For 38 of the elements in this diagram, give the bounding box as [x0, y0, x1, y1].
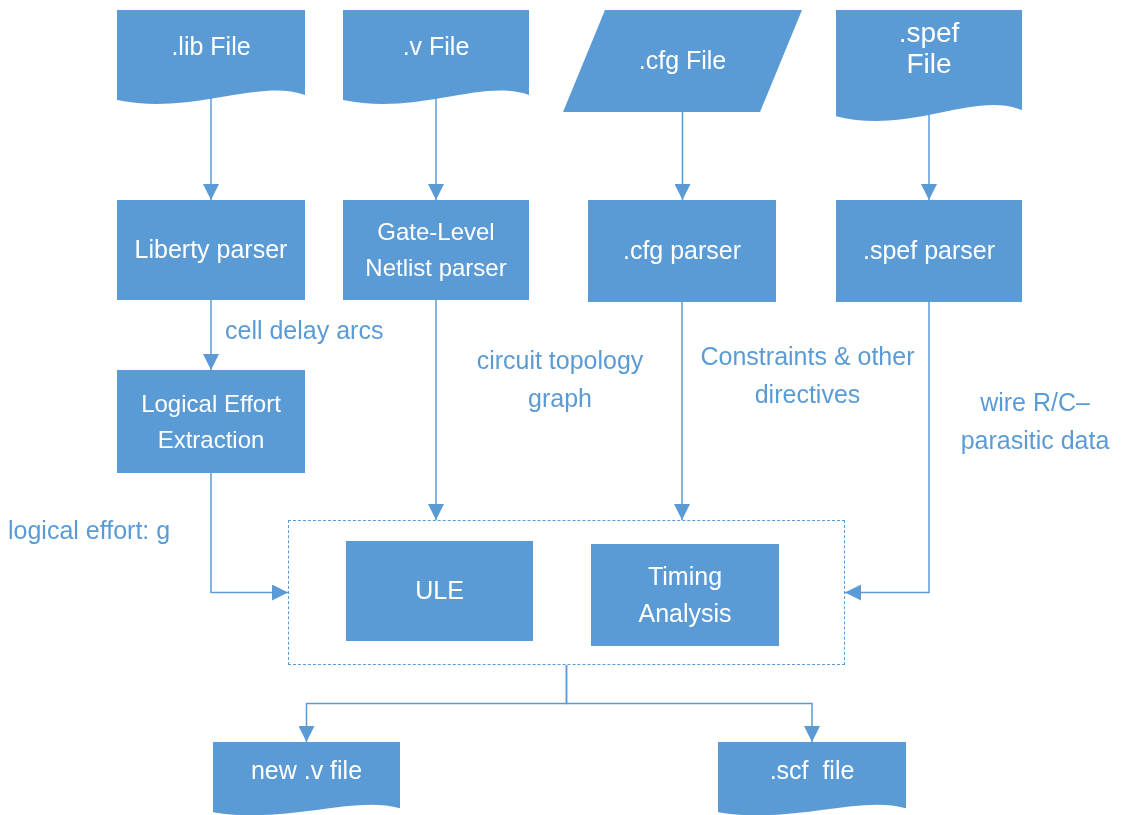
- node-text: .v File: [402, 31, 470, 62]
- process-box: [346, 541, 533, 641]
- arrow: [674, 111, 691, 201]
- node-text: .spef File: [897, 18, 961, 80]
- node-text: Logical Effort Extraction: [140, 388, 282, 455]
- process-box: [588, 200, 776, 302]
- process-box: [117, 200, 305, 300]
- edge-label: cell delay arcs: [225, 315, 385, 346]
- node-text: .spef parser: [863, 235, 995, 267]
- dashed-group-box: [288, 520, 845, 665]
- edge-label: Constraints & other directives: [700, 341, 915, 410]
- node-text: .cfg File: [638, 45, 727, 77]
- arrow: [565, 664, 820, 743]
- process-box: [117, 370, 305, 473]
- node-text: new .v file: [250, 754, 363, 786]
- data-parallelogram: [563, 10, 802, 112]
- node-text: .cfg parser: [622, 235, 742, 267]
- document-shape: [718, 742, 906, 815]
- arrow: [674, 301, 690, 521]
- arrow: [428, 96, 444, 201]
- edge-label: wire R/C– parasitic data: [959, 387, 1111, 456]
- node-text: .scf file: [769, 754, 855, 786]
- node-text: Liberty parser: [134, 234, 288, 266]
- arrow: [203, 299, 219, 371]
- process-box: [836, 200, 1022, 302]
- document-shape: [213, 742, 400, 815]
- arrow: [428, 299, 444, 521]
- node-text: Gate-Level Netlist parser: [364, 217, 508, 283]
- arrow: [844, 301, 930, 601]
- process-box: [591, 544, 779, 646]
- edge-label: logical effort: g: [8, 515, 172, 546]
- process-box: [343, 200, 529, 300]
- arrow: [203, 96, 219, 201]
- node-text: ULE: [415, 575, 464, 607]
- node-text: Timing Analysis: [637, 560, 733, 629]
- arrow: [210, 472, 289, 601]
- edge-label: circuit topology graph: [475, 345, 645, 414]
- node-text: .lib File: [171, 31, 251, 62]
